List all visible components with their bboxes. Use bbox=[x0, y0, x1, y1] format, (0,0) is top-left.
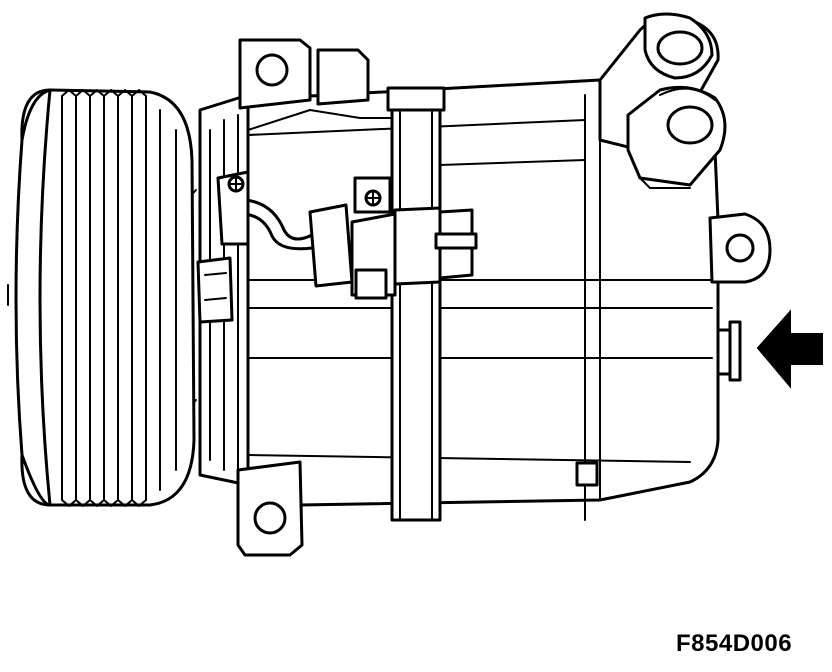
clutch-sensor bbox=[196, 256, 234, 324]
pressure-relief-valve bbox=[716, 320, 742, 382]
indicator-arrow bbox=[756, 309, 823, 389]
figure-code: F854D006 bbox=[676, 630, 793, 657]
wiring-harness bbox=[216, 170, 478, 300]
right-mounting-lug bbox=[708, 212, 772, 284]
upper-mounting-lug bbox=[238, 38, 370, 110]
pulley-clutch bbox=[7, 88, 196, 507]
lower-mounting-lug bbox=[236, 460, 304, 557]
refrigerant-ports bbox=[598, 12, 727, 189]
